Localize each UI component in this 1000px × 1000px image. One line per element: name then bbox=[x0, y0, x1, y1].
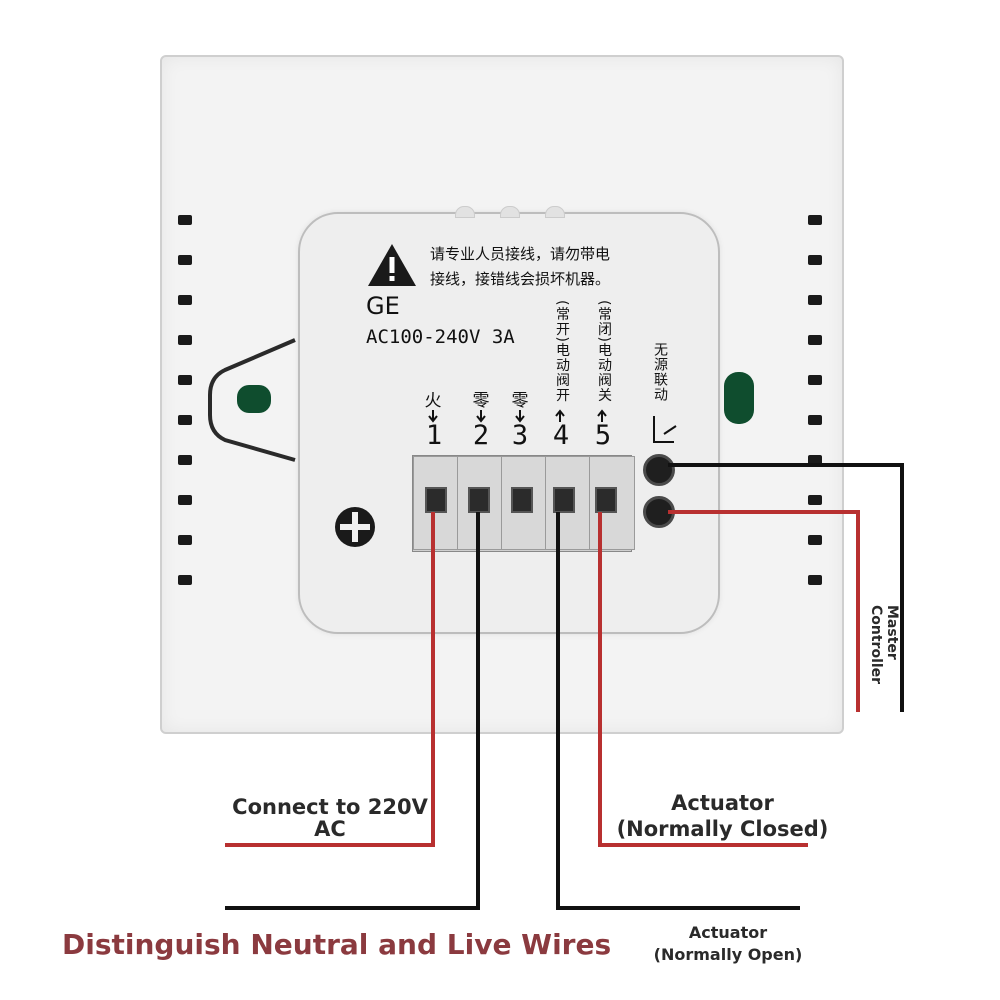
terminal-2-number: 2 bbox=[472, 420, 490, 451]
neutral-wire bbox=[225, 512, 480, 910]
terminal-screw-4 bbox=[553, 487, 575, 513]
vent-slot bbox=[808, 415, 822, 425]
terminal-4-number: 4 bbox=[552, 420, 570, 451]
vent-slot bbox=[178, 295, 192, 305]
terminal-3-number: 3 bbox=[511, 420, 529, 451]
vent-slot bbox=[808, 375, 822, 385]
brand-label: GE bbox=[366, 292, 400, 320]
master-controller-label: Master Controller bbox=[860, 605, 900, 715]
terminal-1-symbol: 火 bbox=[424, 391, 442, 411]
vent-slot bbox=[808, 295, 822, 305]
terminal-5-number: 5 bbox=[594, 420, 612, 451]
warning-text-line1: 请专业人员接线，请勿带电 bbox=[430, 245, 611, 263]
vent-slot bbox=[178, 495, 192, 505]
module-tabs bbox=[455, 206, 565, 218]
actuator-no-label-text: Actuator (Normally Open) bbox=[653, 923, 803, 964]
module-tab bbox=[500, 206, 520, 218]
terminal-screw-5 bbox=[595, 487, 617, 513]
vent-slot bbox=[808, 495, 822, 505]
vent-slot bbox=[808, 455, 822, 465]
actuator-no-wire bbox=[556, 512, 800, 910]
left-vents bbox=[178, 215, 198, 585]
terminal-5-vertical-label: (常闭)电动阀关 bbox=[596, 300, 612, 403]
live-wire bbox=[225, 512, 435, 847]
terminal-arrows bbox=[428, 409, 607, 423]
vent-slot bbox=[178, 415, 192, 425]
actuator-nc-wire bbox=[598, 512, 808, 847]
terminal-module bbox=[298, 212, 720, 634]
vent-slot bbox=[178, 455, 192, 465]
right-vents bbox=[808, 215, 828, 585]
module-screw-icon bbox=[335, 507, 375, 547]
vent-slot bbox=[808, 255, 822, 265]
left-mounting-clip bbox=[208, 338, 296, 462]
power-label-text: Connect to 220V AC bbox=[232, 795, 428, 841]
warning-text-line2: 接线，接错线会损坏机器。 bbox=[430, 270, 611, 288]
vent-slot bbox=[808, 575, 822, 585]
vent-slot bbox=[178, 335, 192, 345]
actuator-nc-label-text: Actuator (Normally Closed) bbox=[616, 791, 829, 841]
vent-slot bbox=[178, 255, 192, 265]
terminal-screw-1 bbox=[425, 487, 447, 513]
actuator-no-label: Actuator (Normally Open) bbox=[628, 922, 828, 966]
power-label: Connect to 220V AC bbox=[220, 796, 440, 840]
module-tab bbox=[545, 206, 565, 218]
terminal-1-number: 1 bbox=[425, 420, 443, 451]
right-mounting-hole bbox=[724, 372, 754, 424]
master-black-wire bbox=[668, 463, 904, 712]
vent-slot bbox=[178, 535, 192, 545]
vent-slot bbox=[808, 215, 822, 225]
vent-slot bbox=[178, 375, 192, 385]
dry-contact-label: 无源联动 bbox=[652, 342, 668, 402]
vent-slot bbox=[808, 335, 822, 345]
terminal-2-symbol: 零 bbox=[472, 391, 490, 411]
master-controller-label-text: Master Controller bbox=[868, 605, 900, 685]
rating-label: AC100-240V 3A bbox=[366, 326, 515, 348]
terminal-4-vertical-label: (常开)电动阀开 bbox=[554, 300, 570, 403]
footer-note: Distinguish Neutral and Live Wires bbox=[62, 928, 612, 961]
vent-slot bbox=[808, 535, 822, 545]
dry-contact-switch-icon bbox=[653, 416, 677, 443]
vent-slot bbox=[178, 575, 192, 585]
terminal-screw-3 bbox=[511, 487, 533, 513]
actuator-nc-label: Actuator (Normally Closed) bbox=[600, 790, 845, 842]
module-tab bbox=[455, 206, 475, 218]
vent-slot bbox=[178, 215, 192, 225]
dry-contact-screw-top bbox=[643, 454, 675, 486]
master-red-wire bbox=[668, 510, 860, 712]
terminal-3-symbol: 零 bbox=[511, 391, 529, 411]
warning-triangle-icon bbox=[368, 244, 416, 286]
